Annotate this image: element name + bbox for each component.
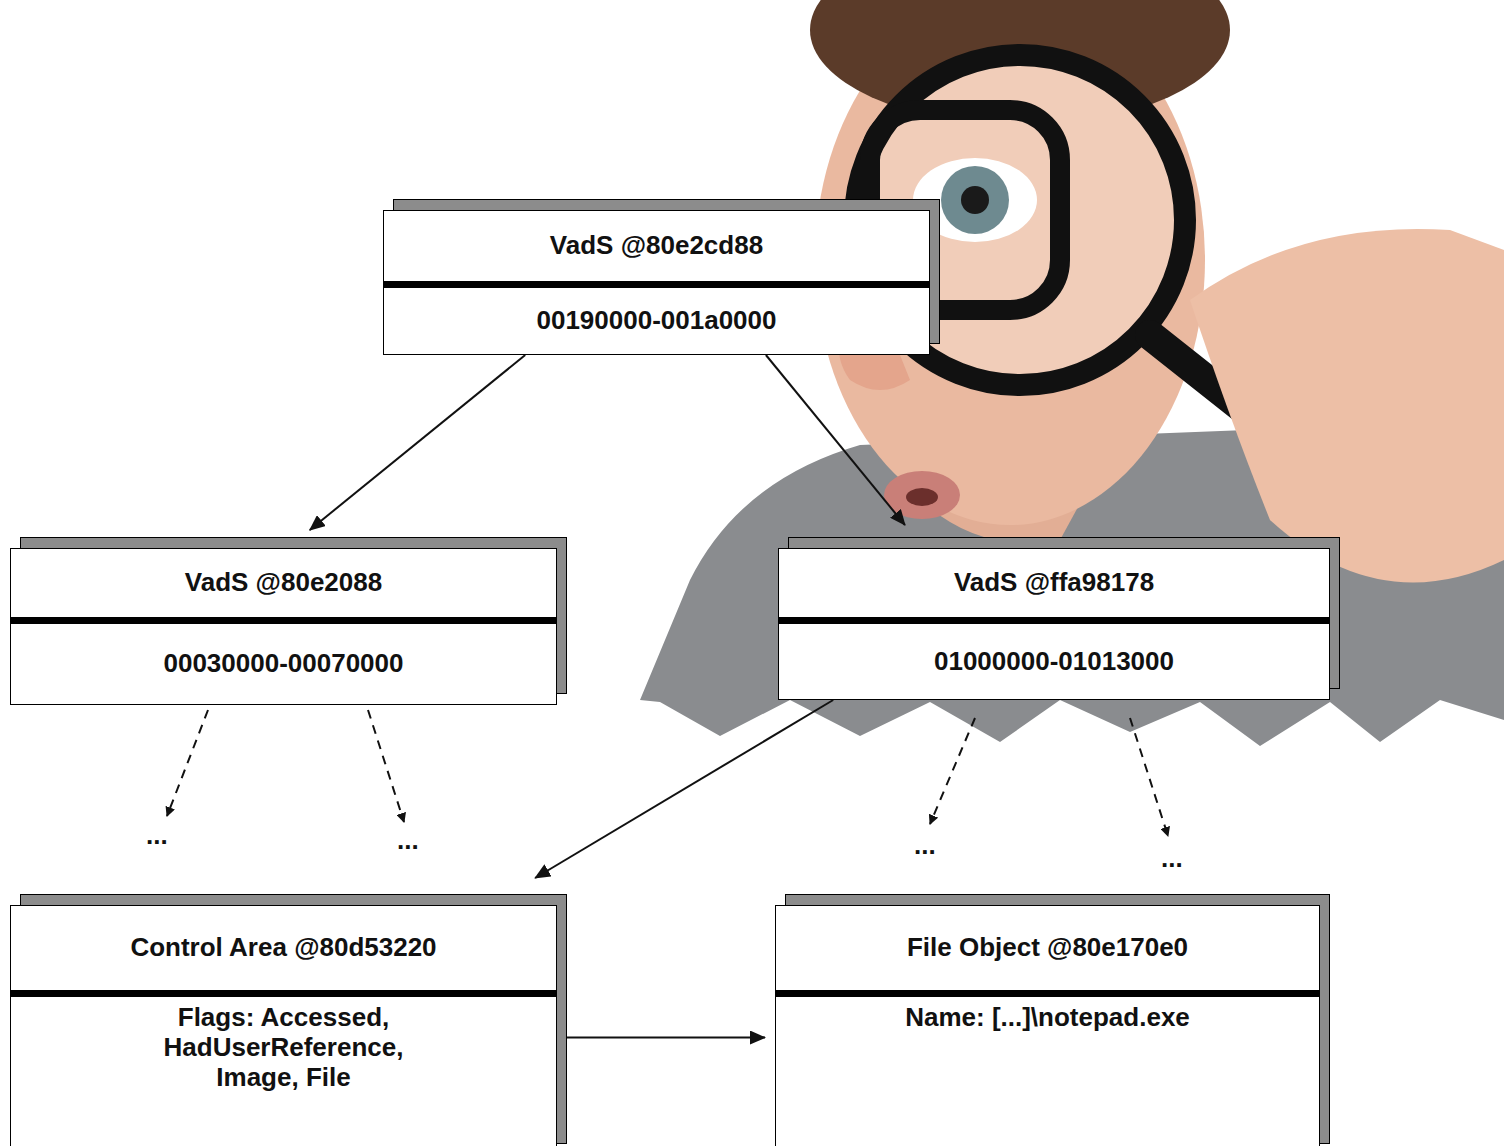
box-title: Control Area @80d53220: [130, 933, 436, 963]
hand: [1190, 229, 1504, 583]
header-rule: [779, 617, 1329, 624]
box-header: VadS @80e2cd88: [384, 211, 929, 281]
box-header: File Object @80e170e0: [776, 906, 1319, 990]
continuation-mark: ...: [146, 822, 168, 848]
box-header: Control Area @80d53220: [11, 906, 556, 990]
box-title: VadS @80e2088: [185, 568, 382, 598]
pointer-arrow: [766, 355, 905, 525]
box-value: 00030000-00070000: [163, 649, 403, 679]
record-box: VadS @80e2088 00030000-00070000: [10, 548, 557, 705]
box-header: VadS @80e2088: [11, 549, 556, 617]
box-value: 01000000-01013000: [934, 647, 1174, 677]
box-body: 00190000-001a0000: [384, 288, 929, 354]
header-rule: [11, 617, 556, 624]
header-rule: [776, 990, 1319, 997]
box-body: Name: [...]\notepad.exe: [776, 997, 1319, 1146]
continuation-mark: ...: [397, 827, 419, 853]
dashed-leader: [1130, 718, 1168, 836]
record-box: File Object @80e170e0Name: [...]\notepad…: [775, 905, 1320, 1146]
box-value: Name: [...]\notepad.exe: [905, 1003, 1190, 1033]
pointer-arrow: [557, 1037, 765, 1039]
box-body: 01000000-01013000: [779, 624, 1329, 699]
box-title: VadS @80e2cd88: [550, 231, 763, 261]
pointer-arrow: [535, 700, 833, 878]
box-value: Flags: Accessed, HadUserReference, Image…: [139, 1003, 429, 1093]
record-box: VadS @ffa98178 01000000-01013000: [778, 548, 1330, 700]
pointer-arrow: [310, 355, 525, 530]
dashed-leader: [368, 710, 404, 822]
dashed-leader: [167, 710, 208, 816]
box-title: File Object @80e170e0: [907, 933, 1188, 963]
dashed-leader: [930, 718, 975, 824]
box-header: VadS @ffa98178: [779, 549, 1329, 617]
continuation-mark: ...: [1161, 845, 1183, 871]
box-body: Flags: Accessed, HadUserReference, Image…: [11, 997, 556, 1146]
continuation-mark: ...: [914, 832, 936, 858]
box-body: 00030000-00070000: [11, 624, 556, 704]
mouth: [906, 488, 938, 506]
box-title: VadS @ffa98178: [954, 568, 1154, 598]
pupil: [961, 186, 989, 214]
record-box: VadS @80e2cd88 00190000-001a0000: [383, 210, 930, 355]
box-value: 00190000-001a0000: [536, 306, 776, 336]
header-rule: [384, 281, 929, 288]
header-rule: [11, 990, 556, 997]
record-box: Control Area @80d53220Flags: Accessed, H…: [10, 905, 557, 1146]
iris: [941, 166, 1009, 234]
